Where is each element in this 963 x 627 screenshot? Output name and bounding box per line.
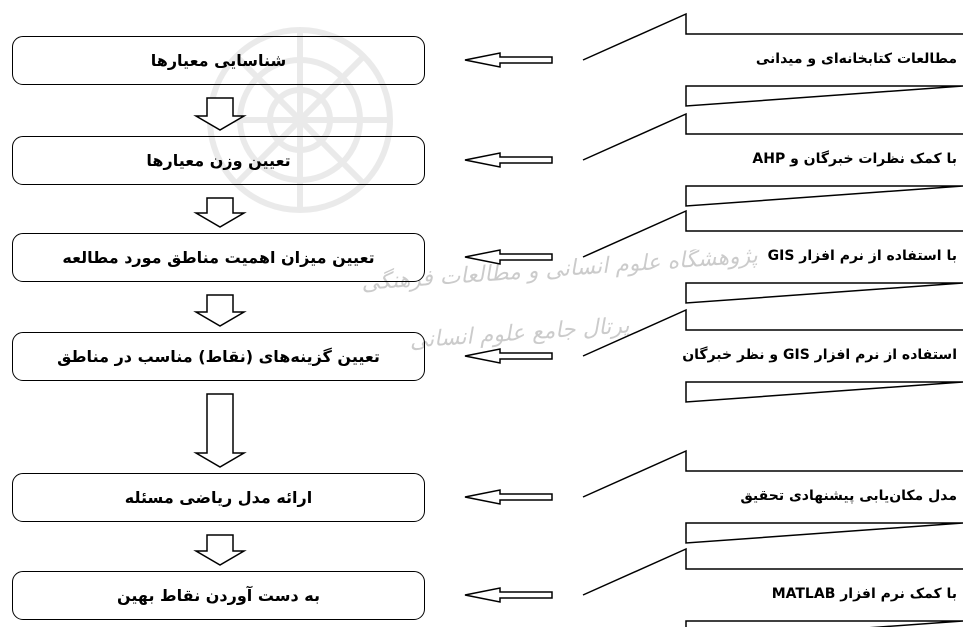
link-arrow-4 (464, 348, 553, 364)
method-arrow-4 (582, 308, 963, 403)
process-step-label: ارائه مدل ریاضی مسئله (124, 488, 313, 507)
process-step-4: تعیین گزینه‌های (نقاط) مناسب در مناطق (12, 332, 425, 381)
link-arrow-1 (464, 52, 553, 68)
method-arrow-1 (582, 12, 963, 107)
method-arrow-6 (582, 547, 963, 627)
watermark-emblem (207, 27, 393, 213)
link-arrow-6 (464, 587, 553, 603)
method-label-4: استفاده از نرم افزار GIS و نظر خبرگان (682, 347, 957, 363)
method-arrow-3 (582, 209, 963, 304)
link-arrow-3 (464, 249, 553, 265)
method-arrow-2 (582, 112, 963, 207)
watermark-line-2: پرتال جامع علوم انسانی (409, 313, 630, 353)
flow-down-arrow-5 (193, 534, 247, 566)
down-arrows (193, 97, 247, 566)
left-arrows (464, 52, 553, 603)
method-label-5: مدل مکان‌یابی پیشنهادی تحقیق (740, 488, 957, 504)
process-step-label: تعیین گزینه‌های (نقاط) مناسب در مناطق (57, 347, 380, 366)
link-arrow-2 (464, 152, 553, 168)
flow-down-arrow-1 (193, 97, 247, 131)
process-step-5: ارائه مدل ریاضی مسئله (12, 473, 425, 522)
process-step-label: تعیین میزان اهمیت مناطق مورد مطالعه (62, 248, 375, 267)
link-arrow-5 (464, 489, 553, 505)
process-step-6: به دست آوردن نقاط بهین (12, 571, 425, 620)
process-step-2: تعیین وزن معیارها (12, 136, 425, 185)
process-step-label: شناسایی معیارها (150, 51, 287, 70)
flow-down-arrow-4 (193, 393, 247, 468)
method-arrow-5 (582, 449, 963, 544)
process-step-1: شناسایی معیارها (12, 36, 425, 85)
method-label-1: مطالعات کتابخانه‌ای و میدانی (755, 51, 957, 67)
process-step-label: به دست آوردن نقاط بهین (116, 586, 321, 605)
method-label-3: با استفاده از نرم افزار GIS (767, 248, 957, 264)
method-label-2: با کمک نظرات خبرگان و AHP (752, 151, 957, 167)
method-label-6: با کمک نرم افزار MATLAB (771, 586, 957, 602)
method-arrow-shapes (582, 12, 963, 627)
process-step-3: تعیین میزان اهمیت مناطق مورد مطالعه (12, 233, 425, 282)
flow-down-arrow-3 (193, 294, 247, 327)
flow-down-arrow-2 (193, 197, 247, 228)
process-step-label: تعیین وزن معیارها (146, 151, 291, 170)
